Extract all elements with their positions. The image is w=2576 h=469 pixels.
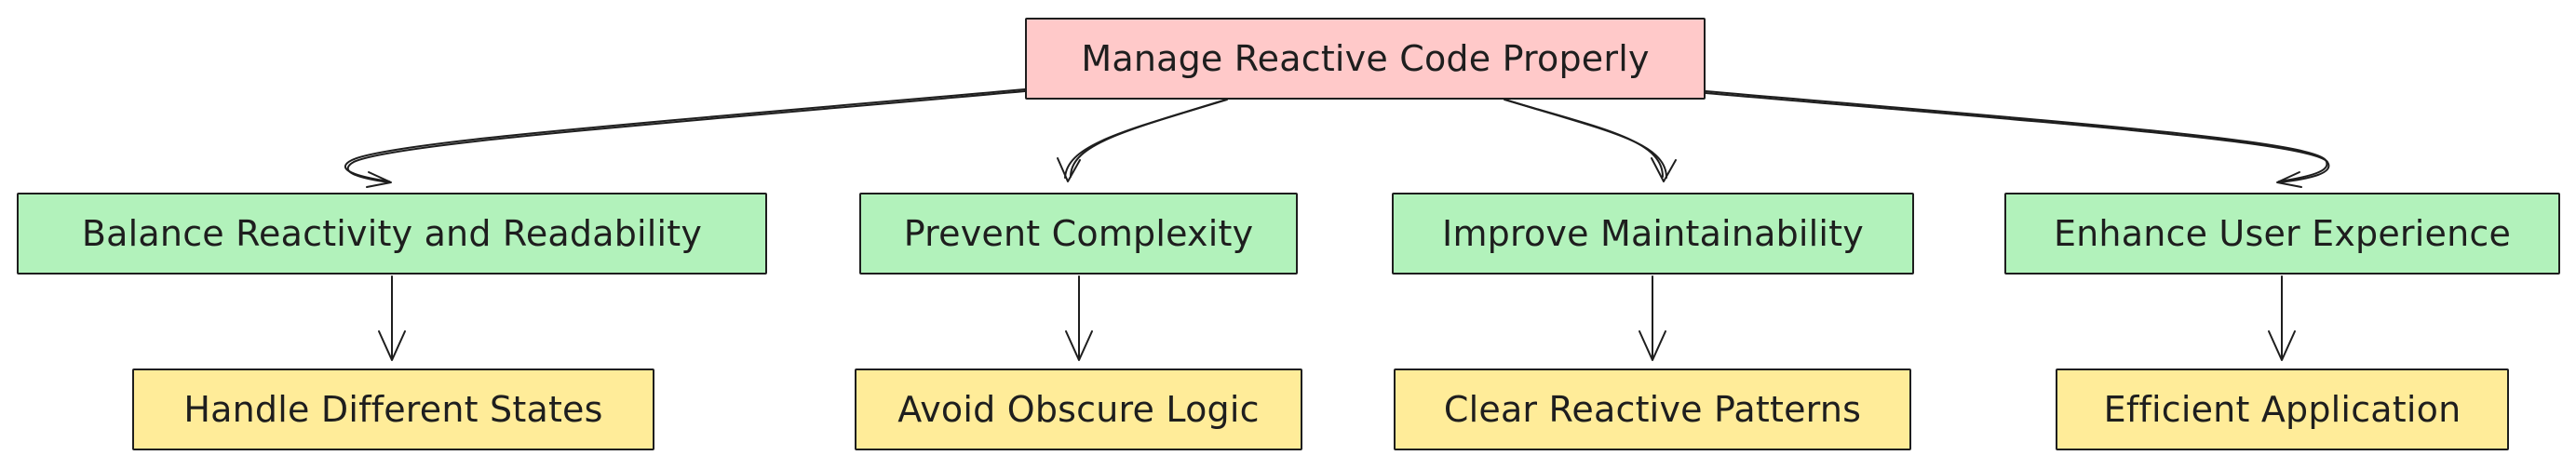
branch-node-label: Enhance User Experience xyxy=(2053,213,2512,254)
edge-root-to-branch-3 xyxy=(1504,99,1677,182)
root-node[interactable]: Manage Reactive Code Properly xyxy=(1025,18,1706,100)
edge-root-to-branch-2 xyxy=(1057,99,1228,182)
leaf-node-efficient-application[interactable]: Efficient Application xyxy=(2056,368,2509,450)
branch-node-label: Balance Reactivity and Readability xyxy=(81,213,703,254)
edge-root-to-branch-4 xyxy=(1705,90,2330,188)
leaf-node-avoid-obscure-logic[interactable]: Avoid Obscure Logic xyxy=(855,368,1302,450)
leaf-node-label: Clear Reactive Patterns xyxy=(1443,389,1862,430)
branch-node-improve-maintainability[interactable]: Improve Maintainability xyxy=(1392,193,1914,275)
leaf-node-clear-reactive-patterns[interactable]: Clear Reactive Patterns xyxy=(1394,368,1911,450)
leaf-node-handle-different-states[interactable]: Handle Different States xyxy=(132,368,654,450)
branch-node-label: Improve Maintainability xyxy=(1442,213,1864,254)
branch-node-prevent-complexity[interactable]: Prevent Complexity xyxy=(859,193,1298,275)
branch-node-balance-reactivity[interactable]: Balance Reactivity and Readability xyxy=(17,193,767,275)
leaf-node-label: Handle Different States xyxy=(183,389,603,430)
edge-branch-2-to-leaf-2 xyxy=(1065,275,1093,361)
edge-branch-4-to-leaf-4 xyxy=(2268,275,2296,361)
root-node-label: Manage Reactive Code Properly xyxy=(1081,38,1650,79)
edge-root-to-branch-1 xyxy=(344,88,1026,188)
edge-branch-3-to-leaf-3 xyxy=(1639,275,1666,361)
leaf-node-label: Efficient Application xyxy=(2103,389,2461,430)
leaf-node-label: Avoid Obscure Logic xyxy=(897,389,1260,430)
edge-branch-1-to-leaf-1 xyxy=(378,275,406,361)
branch-node-label: Prevent Complexity xyxy=(903,213,1254,254)
branch-node-enhance-user-experience[interactable]: Enhance User Experience xyxy=(2004,193,2560,275)
